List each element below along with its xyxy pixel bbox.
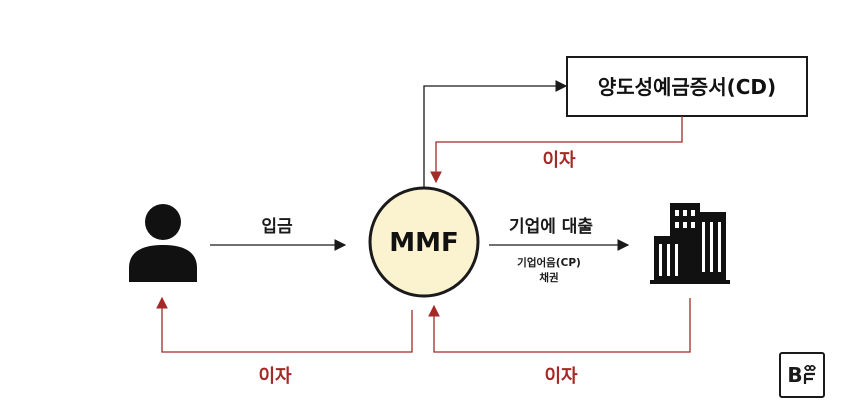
person-interest-arrow (156, 296, 413, 353)
deposit-label: 입금 (261, 217, 293, 237)
corp-loan-label: 기업에 대출 (509, 217, 593, 237)
logo-text: B (787, 363, 802, 387)
logo-mark-icon (803, 365, 816, 384)
company-interest-label: 이자 (544, 366, 578, 387)
building-icon (650, 203, 730, 284)
cd-interest-label: 이자 (542, 150, 576, 171)
mmf-to-cd-arrow (423, 80, 568, 188)
cd-interest-arrow (430, 116, 683, 184)
company-interest-arrow (428, 298, 691, 353)
person-interest-label: 이자 (258, 366, 292, 387)
cp-label: 기업어음(CP) (517, 256, 581, 269)
person-icon (129, 204, 197, 282)
logo-badge: B (779, 352, 825, 398)
bond-label: 채권 (539, 271, 558, 284)
cd-box-label: 양도성예금증서(CD) (598, 75, 776, 99)
cd-box (566, 56, 808, 117)
mmf-label: MMF (389, 228, 459, 258)
